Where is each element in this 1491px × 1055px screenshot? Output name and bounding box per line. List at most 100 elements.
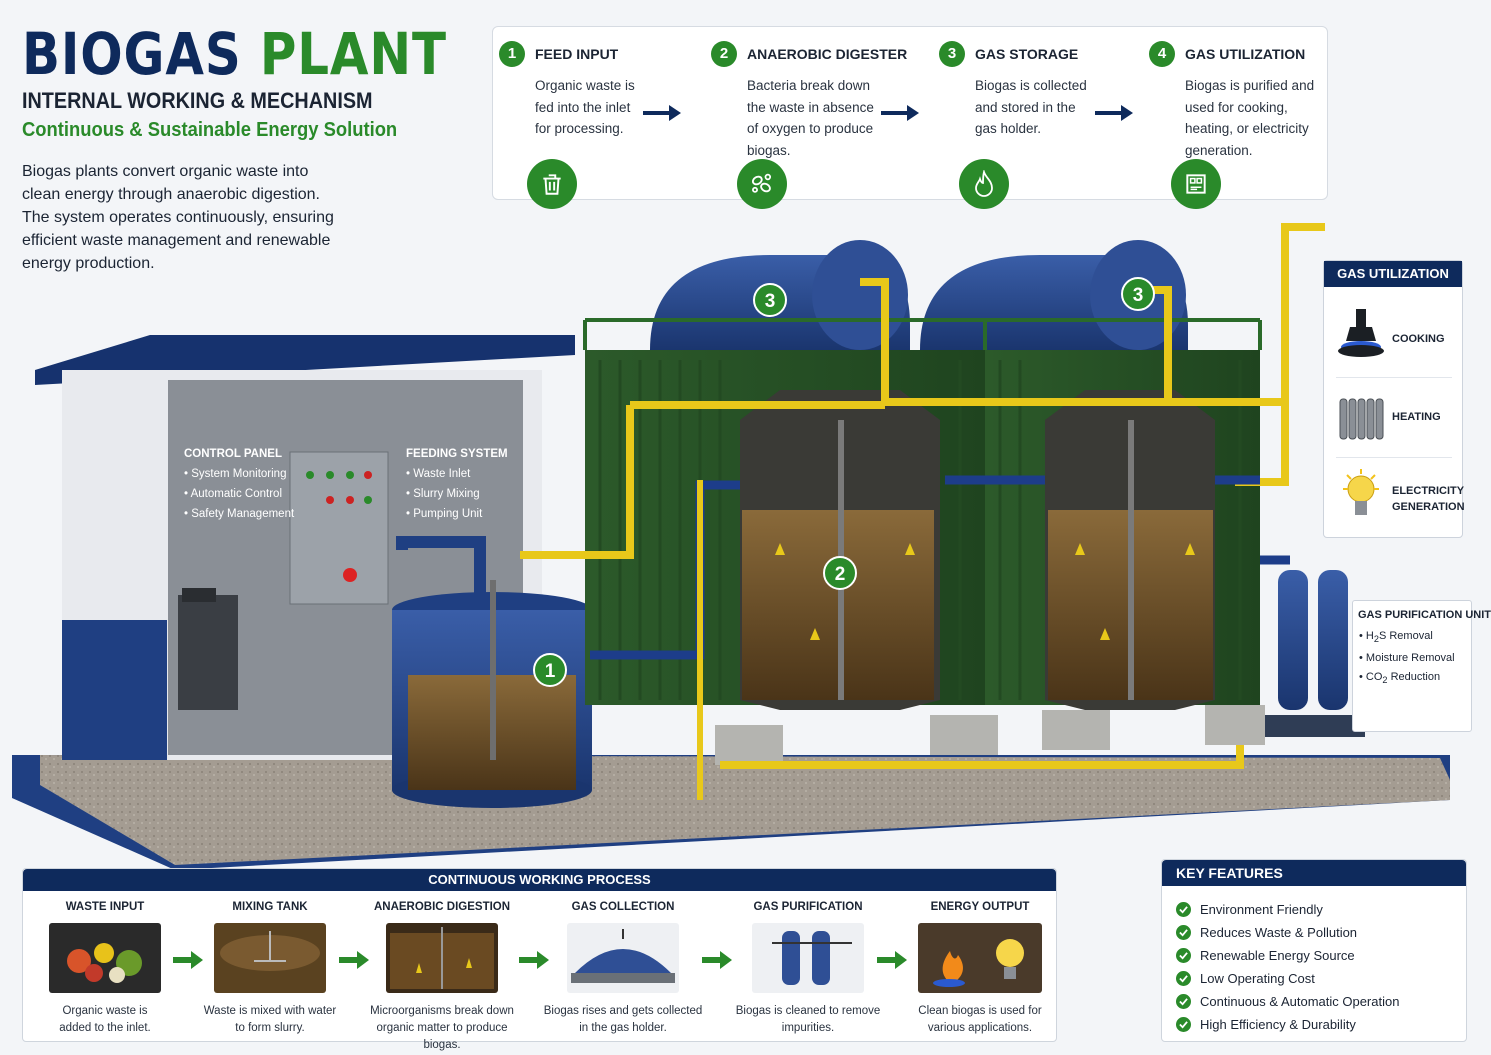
callout-item: • Safety Management [184, 508, 295, 520]
process-step-label: GAS PURIFICATION [753, 901, 863, 913]
utilization-label: ELECTRICITY GENERATION [1392, 485, 1465, 513]
feeding-system-callout: FEEDING SYSTEM • Waste Inlet • Slurry Mi… [406, 444, 508, 524]
process-step-label: GAS COLLECTION [571, 901, 675, 913]
arrow-right-icon [339, 951, 369, 969]
feature-item: Environment Friendly [1176, 898, 1466, 921]
purification-image [752, 923, 864, 993]
step-label: GAS STORAGE [975, 46, 1079, 62]
step-label: FEED INPUT [535, 46, 619, 62]
callout-item: • Automatic Control [184, 488, 282, 500]
organic-waste-image [49, 923, 161, 993]
purification-item: • Moisture Removal [1359, 652, 1455, 665]
feature-item: Renewable Energy Source [1176, 944, 1466, 967]
title-plant: PLANT [259, 20, 447, 88]
radiator-icon [1339, 398, 1384, 440]
arrow-right-icon [1095, 105, 1133, 121]
callout-item: • Waste Inlet [406, 468, 471, 480]
svg-text:2: 2 [835, 564, 846, 585]
process-steps-panel: 1 FEED INPUT Organic waste is fed into t… [492, 26, 1328, 209]
purification-column-a [1278, 570, 1308, 710]
step-label: ANAEROBIC DIGESTER [747, 46, 908, 62]
step-description: Biogas is purified and used for cooking,… [1185, 78, 1315, 158]
callout-item: • Pumping Unit [406, 508, 483, 520]
check-icon [1176, 948, 1191, 963]
step-number: 3 [939, 41, 965, 67]
check-icon [1176, 925, 1191, 940]
arrow-right-icon [877, 951, 907, 969]
gas-holder-image [567, 923, 679, 993]
utilization-cooking: COOKING [1324, 297, 1464, 375]
feature-item: High Efficiency & Durability [1176, 1013, 1466, 1036]
control-panel-box [289, 451, 389, 605]
arrow-right-icon [702, 951, 732, 969]
marker-feed: 1 [533, 653, 567, 687]
callout-item: • Slurry Mixing [406, 488, 480, 500]
svg-text:3: 3 [1133, 285, 1144, 306]
check-icon [1176, 994, 1191, 1009]
control-panel-callout: CONTROL PANEL • System Monitoring • Auto… [184, 444, 294, 524]
process-step-label: ENERGY OUTPUT [930, 901, 1030, 913]
marker-digester: 2 [823, 556, 857, 590]
building-wall-base [62, 620, 167, 760]
check-icon [1176, 1017, 1191, 1032]
panel-title: GAS UTILIZATION [1324, 261, 1462, 287]
feature-item: Low Operating Cost [1176, 967, 1466, 990]
utilization-electricity: ELECTRICITY GENERATION [1324, 459, 1465, 537]
purification-item: • CO2 Reduction [1359, 671, 1441, 686]
page-subtitle: INTERNAL WORKING & MECHANISM [22, 88, 373, 113]
utilization-label: HEATING [1392, 411, 1441, 423]
pump-machine [178, 595, 238, 710]
marker-storage-a: 3 [753, 283, 787, 317]
key-features-panel: KEY FEATURES Environment Friendly Reduce… [1161, 859, 1467, 1042]
purification-column-b [1318, 570, 1348, 710]
callout-title: CONTROL PANEL [184, 448, 282, 460]
process-step-anaerobic-digestion: ANAEROBIC DIGESTION Microorganisms break… [357, 901, 527, 1054]
process-step-gas-purification: GAS PURIFICATION Biogas is cleaned to re… [723, 901, 893, 1037]
trash-icon [527, 159, 577, 209]
step-description: Bacteria break down the waste in absence… [747, 78, 874, 158]
process-step-label: MIXING TANK [232, 901, 308, 913]
arrow-right-icon [519, 951, 549, 969]
title-biogas: BIOGAS [22, 20, 242, 88]
gas-pipe [520, 223, 1325, 769]
flame-icon [959, 159, 1009, 209]
panel-title: KEY FEATURES [1162, 860, 1466, 886]
bacteria-icon [737, 159, 787, 209]
process-title: CONTINUOUS WORKING PROCESS [23, 869, 1056, 891]
gas-utilization-panel: GAS UTILIZATION COOKING HEATING ELECTRIC… [1323, 260, 1465, 538]
purification-item: • H2S Removal [1359, 630, 1433, 645]
svg-text:1: 1 [545, 661, 556, 682]
light-bulb-icon [1343, 469, 1379, 515]
arrow-right-icon [643, 105, 681, 121]
stove-burner-icon [1338, 309, 1384, 357]
page-title: BIOGAS PLANT [22, 20, 447, 88]
biogas-plant-illustration: 1 2 3 3 [12, 223, 1450, 870]
step-description: Organic waste is fed into the inlet for … [535, 78, 635, 136]
mixing-tank-image [214, 923, 326, 993]
step-label: GAS UTILIZATION [1185, 46, 1306, 62]
digestion-image [386, 923, 498, 993]
callout-title: FEEDING SYSTEM [406, 448, 508, 460]
check-icon [1176, 971, 1191, 986]
page-tagline: Continuous & Sustainable Energy Solution [22, 119, 398, 141]
step-number: 2 [711, 41, 737, 67]
check-icon [1176, 902, 1191, 917]
energy-output-image [918, 923, 1042, 993]
svg-text:3: 3 [765, 291, 776, 312]
callout-title: GAS PURIFICATION UNIT [1358, 609, 1491, 621]
gas-purification-callout: GAS PURIFICATION UNIT • H2S Removal • Mo… [1352, 600, 1491, 732]
gravel-floor [40, 755, 1450, 865]
step-description: Biogas is collected and stored in the ga… [975, 78, 1087, 136]
step-number: 1 [499, 41, 525, 67]
callout-item: • System Monitoring [184, 468, 287, 480]
feature-item: Reduces Waste & Pollution [1176, 921, 1466, 944]
arrow-right-icon [881, 105, 919, 121]
process-step-gas-collection: GAS COLLECTION Biogas rises and gets col… [538, 901, 708, 1037]
